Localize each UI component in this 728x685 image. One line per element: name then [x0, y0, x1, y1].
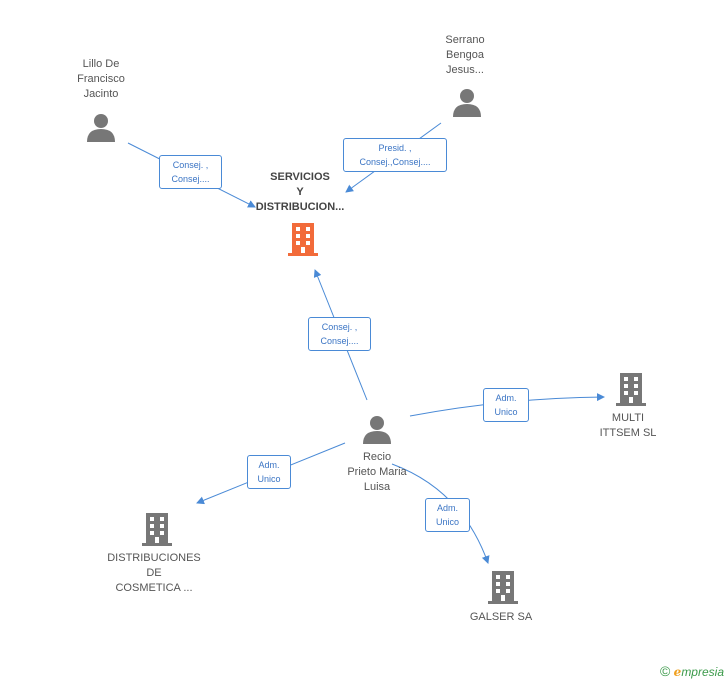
building-icon[interactable]: [142, 512, 172, 546]
node-label-serrano[interactable]: Serrano Bengoa Jesus...: [445, 34, 485, 76]
node-label-lillo[interactable]: Lillo De Francisco Jacinto: [77, 58, 125, 100]
brand-name: mpresia: [681, 665, 724, 679]
building-icon[interactable]: [488, 570, 518, 604]
node-label-distribuciones[interactable]: DISTRIBUCIONES DE COSMETICA ...: [107, 552, 201, 594]
building-icon[interactable]: [616, 372, 646, 406]
node-label-multi[interactable]: MULTI ITTSEM SL: [599, 412, 657, 439]
edge-label-recio-distribuciones[interactable]: Adm. Unico: [247, 455, 291, 489]
edge-label-recio-multi[interactable]: Adm. Unico: [483, 388, 529, 422]
copyright-symbol: ©: [660, 663, 671, 679]
brand-footer: © empresia: [660, 663, 724, 679]
person-icon[interactable]: [362, 414, 392, 444]
building-icon[interactable]: [288, 222, 318, 256]
person-icon[interactable]: [86, 112, 116, 142]
edge-label-recio-servicios[interactable]: Consej. , Consej....: [308, 317, 371, 351]
edge-label-lillo-servicios[interactable]: Consej. , Consej....: [159, 155, 222, 189]
node-label-recio[interactable]: Recio Prieto Maria Luisa: [347, 451, 407, 493]
node-label-servicios[interactable]: SERVICIOS Y DISTRIBUCION...: [255, 171, 345, 213]
brand-logo-e: e: [673, 665, 682, 679]
node-label-galser[interactable]: GALSER SA: [469, 611, 533, 623]
edge-label-serrano-servicios[interactable]: Presid. , Consej.,Consej....: [343, 138, 447, 172]
person-icon[interactable]: [452, 87, 482, 117]
edge-label-recio-galser[interactable]: Adm. Unico: [425, 498, 470, 532]
